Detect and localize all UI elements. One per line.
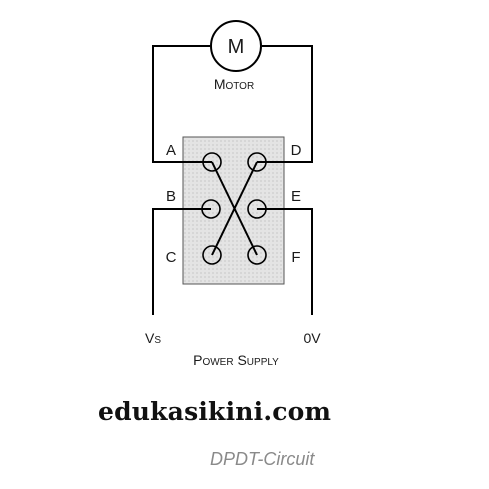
terminal-c-contact — [202, 245, 222, 265]
terminal-b-contact — [201, 199, 221, 219]
motor-label: Motor — [214, 76, 254, 92]
terminal-f-label: F — [291, 249, 300, 266]
wire-supply-vs — [152, 208, 211, 315]
terminal-e-label: E — [291, 188, 301, 205]
terminal-d-contact — [247, 152, 267, 172]
terminal-c-label: C — [166, 249, 177, 266]
terminal-a-contact — [202, 152, 222, 172]
motor-symbol-letter: M — [228, 36, 245, 58]
terminal-f-contact — [247, 245, 267, 265]
terminal-d-label: D — [291, 142, 302, 159]
watermark-site-name: edukasikini.com — [98, 397, 332, 426]
supply-negative-label: 0V — [303, 330, 321, 346]
wire-supply-0v — [257, 208, 313, 315]
terminal-a-label: A — [166, 142, 176, 159]
wire-motor-right — [257, 45, 313, 163]
motor-symbol — [210, 20, 262, 72]
figure-caption: DPDT-Circuit — [210, 449, 315, 469]
terminal-e-contact — [247, 199, 267, 219]
crossover-wire-2 — [211, 161, 258, 256]
power-supply-label: Power Supply — [193, 352, 279, 368]
supply-positive-label: Vs — [145, 330, 161, 346]
wire-motor-left — [152, 45, 212, 163]
terminal-b-label: B — [166, 188, 176, 205]
